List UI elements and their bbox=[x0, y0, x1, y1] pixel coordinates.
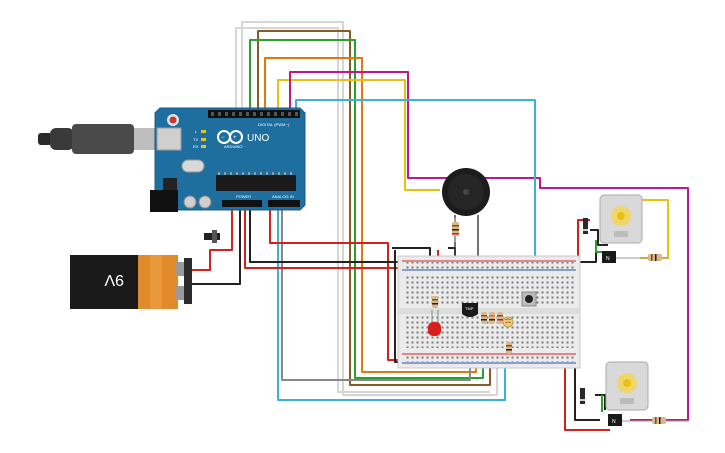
wire-cyan-1[interactable] bbox=[295, 99, 536, 292]
usb-jack bbox=[156, 127, 182, 151]
arduino-board[interactable]: DIGITAL (PWM~) − + UNO ARDUINO L TX RX bbox=[150, 107, 306, 212]
diode-1[interactable] bbox=[583, 218, 588, 234]
resistor-1[interactable] bbox=[481, 312, 487, 324]
breadboard-rail-top bbox=[404, 262, 574, 269]
slide-switch[interactable] bbox=[204, 230, 220, 243]
pushbutton[interactable] bbox=[521, 291, 537, 307]
analog-label: ANALOG IN bbox=[272, 194, 294, 199]
red-led[interactable] bbox=[428, 310, 441, 336]
wire-white-1[interactable] bbox=[241, 21, 498, 396]
breadboard-holes-top bbox=[404, 276, 574, 306]
wire-black-10[interactable] bbox=[595, 394, 606, 410]
wire-black-9[interactable] bbox=[590, 229, 608, 246]
power-label: POWER bbox=[236, 194, 251, 199]
diode-2[interactable] bbox=[580, 388, 585, 404]
digital-label: DIGITAL (PWM~) bbox=[258, 122, 290, 127]
led-label-tx: TX bbox=[193, 137, 198, 142]
transistor-2-label: N bbox=[612, 419, 616, 425]
resistor-2[interactable] bbox=[489, 312, 495, 324]
photoresistor[interactable] bbox=[502, 316, 514, 328]
regulator bbox=[163, 178, 177, 190]
wire-black-7[interactable] bbox=[580, 252, 597, 263]
analog-header bbox=[268, 200, 300, 207]
brand-label: ARDUINO bbox=[224, 144, 242, 149]
piezo-buzzer[interactable] bbox=[442, 168, 490, 262]
wire-magenta[interactable] bbox=[289, 71, 689, 421]
svg-text:+: + bbox=[233, 135, 237, 141]
transistor-2[interactable]: N bbox=[608, 414, 622, 426]
battery-9v[interactable]: 9V bbox=[70, 255, 192, 309]
temp-sensor[interactable]: TMP bbox=[462, 303, 478, 317]
led-label-l: L bbox=[195, 129, 198, 134]
svg-text:−: − bbox=[221, 135, 225, 141]
led-l bbox=[201, 130, 206, 133]
wire-red-3[interactable] bbox=[269, 210, 398, 361]
temp-sensor-label: TMP bbox=[465, 306, 474, 311]
led-tx bbox=[201, 138, 206, 141]
dc-motor-2[interactable] bbox=[605, 361, 649, 411]
breadboard-rail-bottom bbox=[404, 355, 574, 362]
crystal bbox=[181, 159, 205, 173]
arduino-logo: − + bbox=[217, 130, 243, 144]
power-header bbox=[222, 200, 262, 207]
transistor-1-label: N bbox=[606, 256, 610, 262]
capacitor-2 bbox=[198, 195, 212, 209]
resistor-motor-1[interactable] bbox=[616, 254, 668, 261]
wire-cyan-2[interactable] bbox=[277, 210, 506, 401]
model-label: UNO bbox=[247, 133, 269, 144]
resistor-4[interactable] bbox=[506, 342, 512, 354]
resistor-buzzer[interactable] bbox=[452, 218, 459, 242]
wire-white-2[interactable] bbox=[235, 27, 490, 393]
atmega-chip bbox=[216, 175, 296, 191]
wire-yellow-1[interactable] bbox=[277, 79, 440, 191]
led-rx bbox=[201, 145, 206, 148]
battery-label: 9V bbox=[104, 271, 124, 288]
wire-black-1[interactable] bbox=[249, 210, 398, 263]
led-label-rx: RX bbox=[193, 144, 199, 149]
wire-black-2[interactable] bbox=[192, 210, 241, 285]
resistor-led[interactable] bbox=[432, 296, 438, 308]
capacitor-1 bbox=[183, 195, 197, 209]
wire-yellow-2[interactable] bbox=[640, 199, 669, 259]
wire-red-1[interactable] bbox=[244, 210, 398, 269]
transistor-1[interactable]: N bbox=[602, 251, 616, 263]
dc-motor-1[interactable] bbox=[599, 194, 643, 244]
breadboard[interactable] bbox=[397, 255, 581, 369]
wire-red-5[interactable] bbox=[564, 365, 610, 431]
power-jack bbox=[150, 190, 178, 212]
wire-green[interactable] bbox=[249, 39, 484, 379]
resistor-3[interactable] bbox=[497, 312, 503, 324]
resistor-motor-2[interactable] bbox=[622, 417, 688, 424]
wire-red-2[interactable] bbox=[192, 210, 233, 271]
usb-cable bbox=[38, 124, 178, 154]
wire-brown[interactable] bbox=[257, 30, 491, 386]
